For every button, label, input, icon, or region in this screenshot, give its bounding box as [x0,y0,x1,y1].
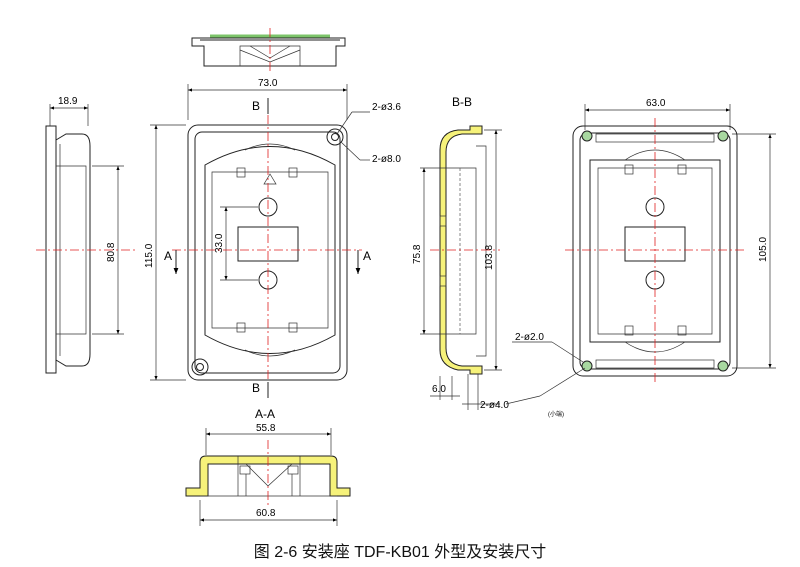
callout-hole-small: 2-ø3.6 [372,102,401,113]
dim-section-bb-hole: 2-ø4.0 [480,400,509,411]
section-bb-title: B-B [452,95,472,109]
dim-section-bb-lip: 6.0 [432,384,446,395]
callout-hole-large: 2-ø8.0 [372,154,401,165]
front-view: 73.0 115.0 33.0 [144,78,401,398]
section-aa-title: A-A [255,407,275,421]
callout-rear-hole: 2-ø2.0 [515,332,544,343]
cut-label-b-top: B [252,99,260,113]
dim-side-height: 80.8 [106,242,117,262]
section-aa: A-A 55.8 60.8 [185,407,351,526]
dim-section-aa-inner: 55.8 [256,423,276,434]
rear-view: 63.0 105.0 2-ø2.0 (小端) [505,98,776,418]
figure-caption: 图 2-6 安装座 TDF-KB01 外型及安装尺寸 [253,544,547,561]
cut-label-b-bottom: B [252,381,260,395]
dim-section-bb-outer: 103.8 [484,245,495,270]
section-bb: B-B 75.8 103.8 6.0 2-ø4.0 [412,95,509,411]
dim-section-bb-inner: 75.8 [412,244,423,264]
dim-rear-height: 105.0 [758,237,769,262]
cut-label-a-left: A [164,249,172,263]
dim-center-spacing: 33.0 [214,233,225,253]
dim-front-height: 115.0 [144,243,155,268]
dim-rear-width: 63.0 [646,98,666,109]
dim-front-width: 73.0 [258,78,278,89]
side-view: 18.9 80.8 [36,96,136,374]
dim-side-depth: 18.9 [58,96,78,107]
dim-section-aa-outer: 60.8 [256,508,276,519]
small-end-note: (小端) [548,410,564,418]
top-view [191,28,346,74]
cut-label-a-right: A [363,249,371,263]
